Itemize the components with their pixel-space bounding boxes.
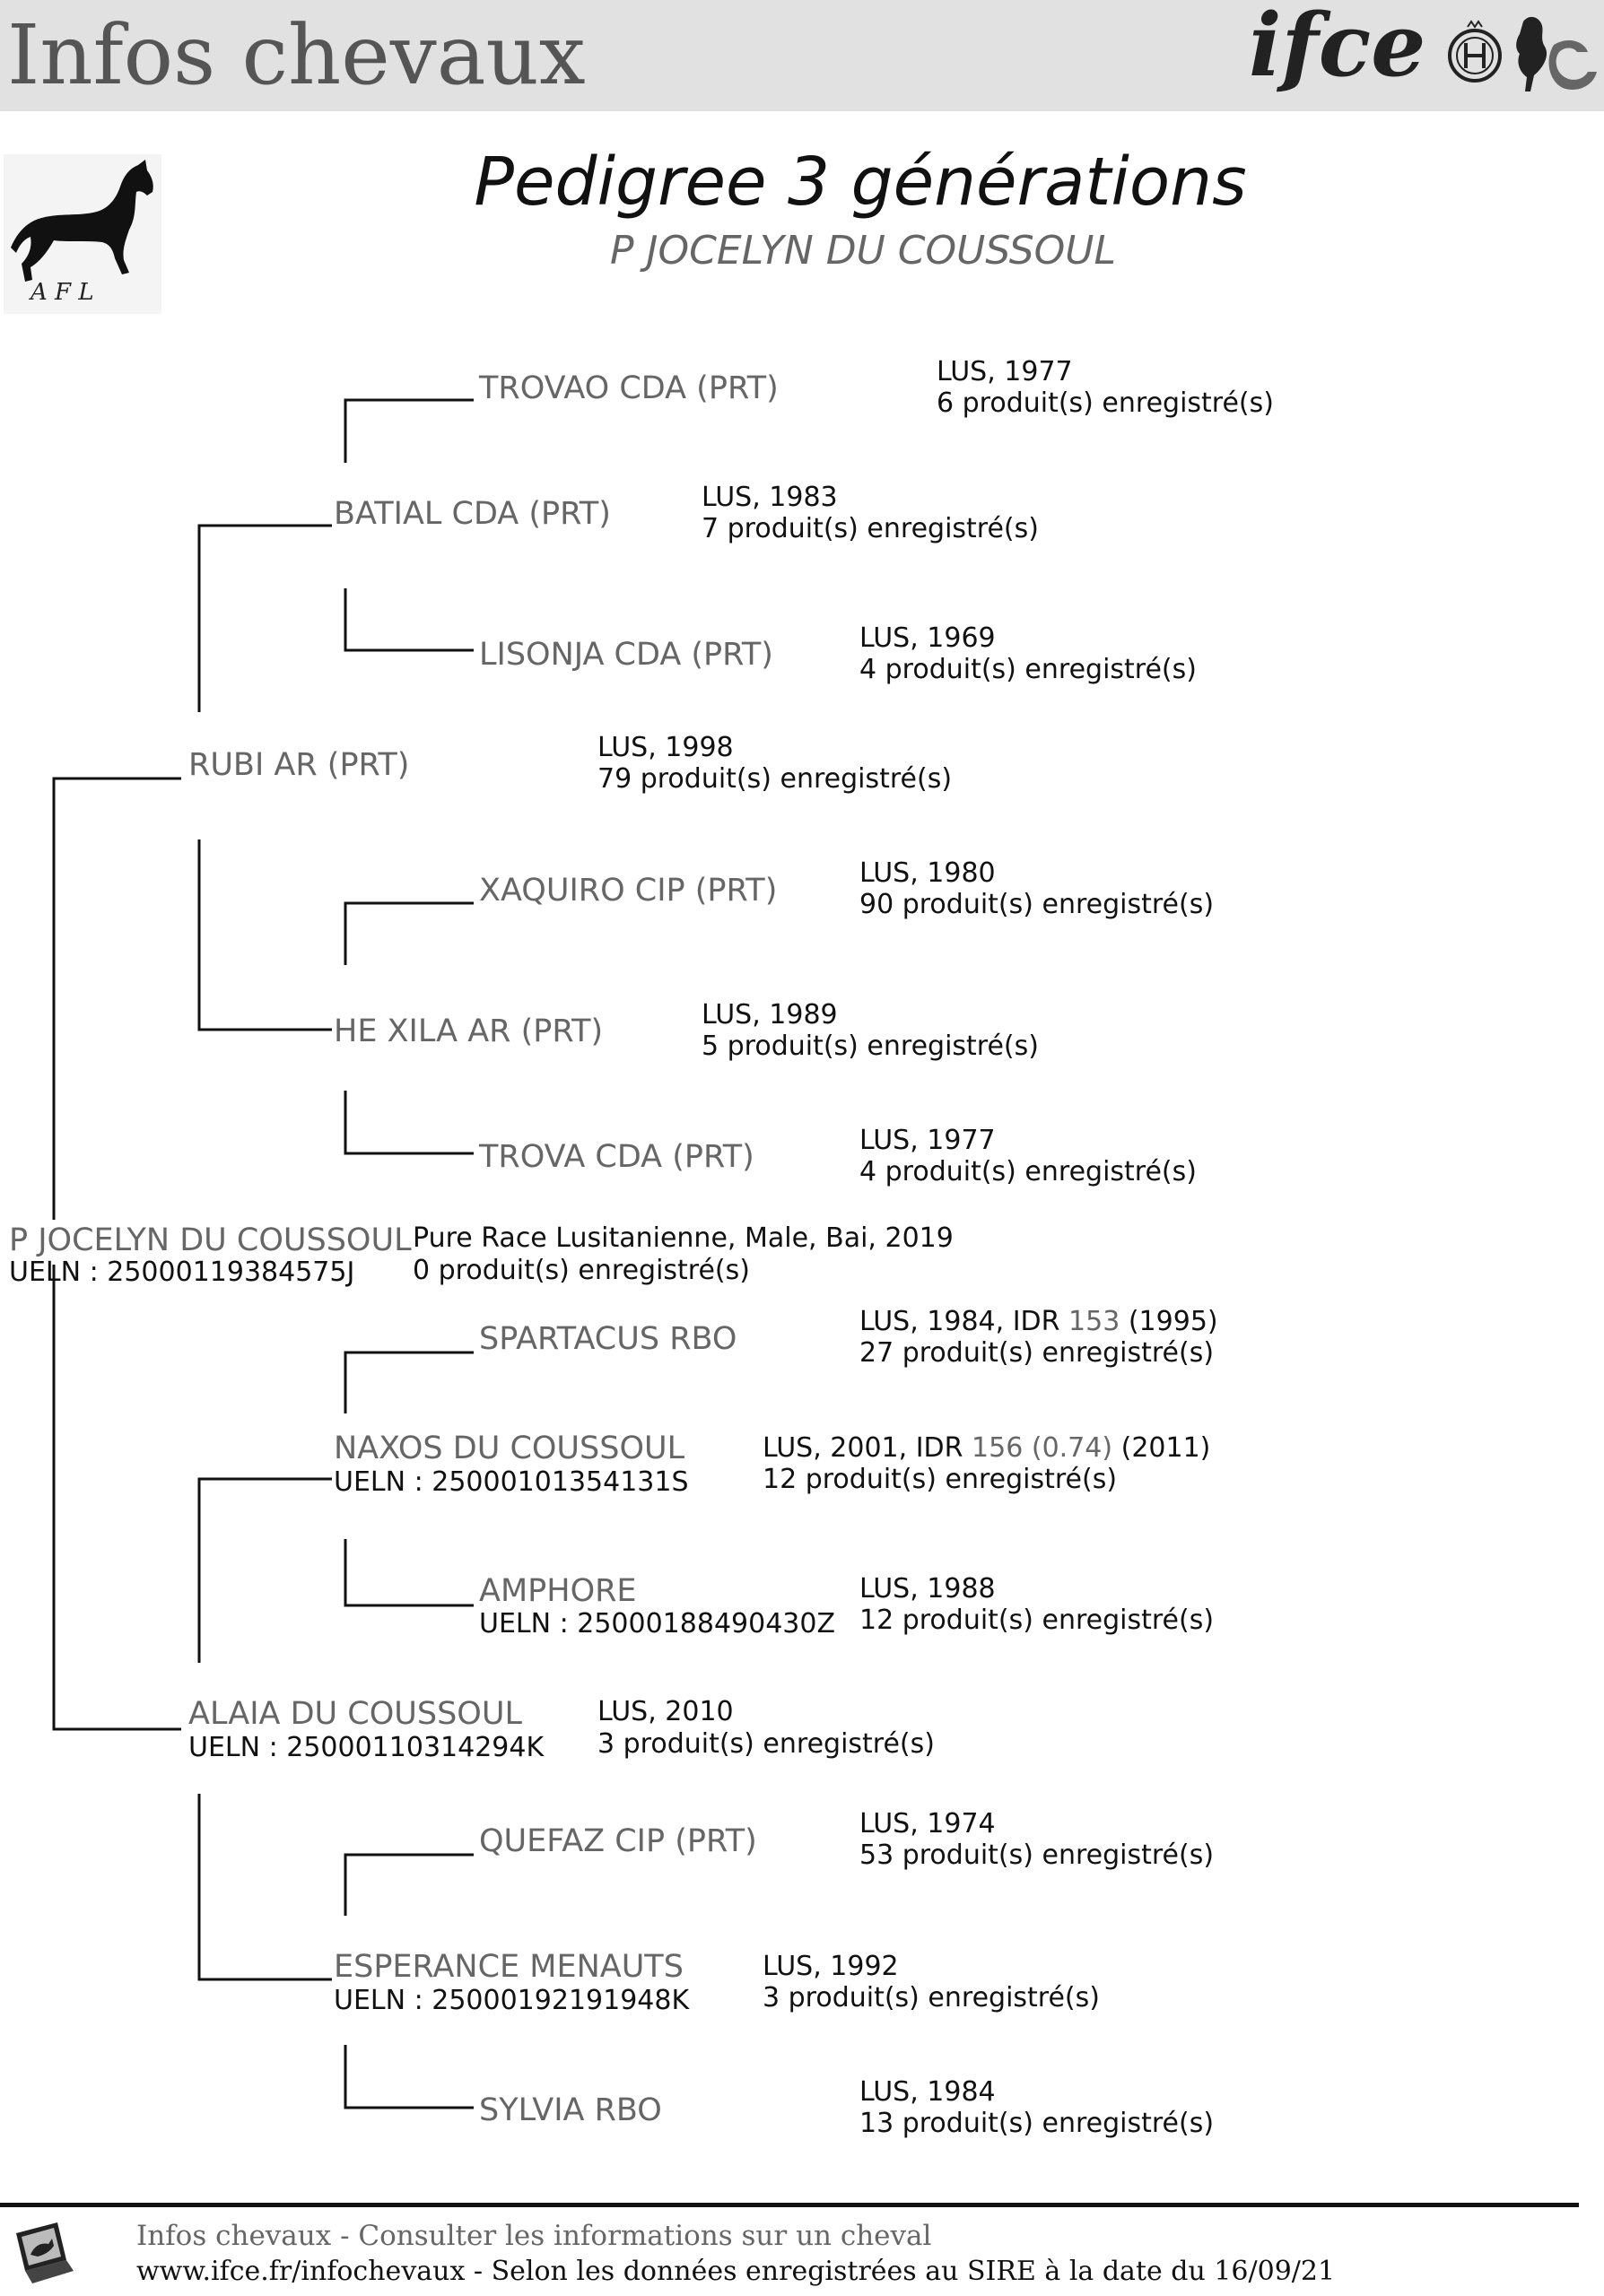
connector-dam-dam-dam	[344, 2045, 474, 2109]
horse-details: Pure Race Lusitanienne, Male, Bai, 2019	[413, 1222, 954, 1254]
svg-text:A F L: A F L	[29, 279, 94, 306]
sire-dam-details: LUS, 1989	[702, 999, 838, 1031]
sire-dam-dam-details: LUS, 1977	[859, 1125, 996, 1156]
horse-name: P JOCELYN DU COUSSOUL	[9, 1222, 412, 1258]
sire-sire-sire-details: LUS, 1977	[937, 356, 1073, 387]
dam-dam-ueln: UELN : 25000192191948K	[334, 1985, 690, 2016]
dam-dam-dam-products: 13 produit(s) enregistré(s)	[859, 2108, 1215, 2139]
dam-dam-sire-details: LUS, 1974	[859, 1808, 996, 1839]
sire-sire-details: LUS, 1983	[702, 482, 838, 513]
dam-dam-sire-products: 53 produit(s) enregistré(s)	[859, 1839, 1215, 1871]
sire-details: LUS, 1998	[597, 732, 734, 763]
dam-dam-sire-name: QUEFAZ CIP (PRT)	[479, 1823, 757, 1859]
dam-details: LUS, 2010	[597, 1696, 734, 1727]
dam-ueln: UELN : 25000110314294K	[188, 1732, 545, 1763]
connector-sire-sire-sire	[344, 398, 474, 463]
sire-sire-dam-details: LUS, 1969	[859, 622, 996, 654]
connector-horse-sire	[52, 777, 181, 1220]
connector-dam-sire-dam	[344, 1539, 474, 1607]
connector-sire-dam	[197, 839, 332, 1031]
dam-sire-dam-name: AMPHORE	[479, 1573, 637, 1609]
sire-dam-sire-details: LUS, 1980	[859, 857, 996, 889]
horse-products: 0 produit(s) enregistré(s)	[413, 1255, 750, 1286]
connector-sire-sire-dam	[344, 588, 474, 652]
footer-line-2: www.ifce.fr/infochevaux - Selon les donn…	[136, 2256, 1336, 2287]
laptop-horse-icon	[16, 2222, 74, 2283]
sire-dam-dam-name: TROVA CDA (PRT)	[479, 1139, 754, 1175]
sire-sire-products: 7 produit(s) enregistré(s)	[702, 513, 1039, 544]
page-title: Pedigree 3 générations	[474, 144, 1247, 221]
rearing-horse-icon	[1516, 16, 1597, 91]
connector-dam-dam-sire	[344, 1853, 474, 1916]
sire-products: 79 produit(s) enregistré(s)	[597, 763, 953, 795]
sire-dam-sire-name: XAQUIRO CIP (PRT)	[479, 873, 778, 909]
sire-sire-sire-name: TROVAO CDA (PRT)	[479, 370, 779, 406]
dam-dam-dam-details: LUS, 1984	[859, 2076, 996, 2108]
dam-dam-dam-name: SYLVIA RBO	[479, 2092, 662, 2128]
dam-sire-sire-details: LUS, 1984, IDR 153 (1995)	[859, 1306, 1218, 1337]
dam-sire-name: NAXOS DU COUSSOUL	[334, 1431, 685, 1466]
horse-silhouette-icon	[11, 160, 153, 282]
dam-sire-dam-details: LUS, 1988	[859, 1573, 996, 1605]
dam-dam-name: ESPERANCE MENAUTS	[334, 1949, 684, 1985]
sire-sire-dam-products: 4 produit(s) enregistré(s)	[859, 654, 1197, 685]
header-title: Infos chevaux	[7, 7, 586, 103]
connector-sire-dam-dam	[344, 1091, 474, 1155]
connector-dam-sire-sire	[344, 1351, 474, 1413]
ifce-logo: ifce	[1249, 5, 1597, 96]
afl-logo: A F L	[4, 154, 161, 314]
dam-sire-products: 12 produit(s) enregistré(s)	[763, 1464, 1118, 1495]
sire-name: RUBI AR (PRT)	[188, 747, 410, 783]
haras-seal-icon	[1448, 20, 1502, 83]
sire-dam-name: HE XILA AR (PRT)	[334, 1013, 604, 1049]
connector-dam-dam	[197, 1794, 332, 1981]
dam-sire-ueln: UELN : 25000101354131S	[334, 1466, 689, 1498]
dam-sire-dam-products: 12 produit(s) enregistré(s)	[859, 1605, 1215, 1636]
dam-dam-details: LUS, 1992	[763, 1951, 899, 1982]
connector-horse-dam	[52, 1265, 181, 1731]
dam-sire-dam-ueln: UELN : 25000188490430Z	[479, 1608, 836, 1639]
page-subtitle: P JOCELYN DU COUSSOUL	[609, 228, 1116, 274]
connector-sire-sire	[197, 524, 332, 712]
sire-dam-sire-products: 90 produit(s) enregistré(s)	[859, 889, 1215, 920]
dam-dam-products: 3 produit(s) enregistré(s)	[763, 1982, 1100, 2013]
sire-sire-dam-name: LISONJA CDA (PRT)	[479, 637, 773, 673]
horse-ueln: UELN : 25000119384575J	[9, 1257, 355, 1288]
ifce-logo-text: ifce	[1249, 5, 1425, 96]
footer-divider	[0, 2203, 1579, 2207]
connector-dam-sire	[197, 1477, 332, 1663]
connector-sire-dam-sire	[344, 901, 474, 965]
dam-sire-details: LUS, 2001, IDR 156 (0.74) (2011)	[763, 1432, 1211, 1464]
sire-dam-products: 5 produit(s) enregistré(s)	[702, 1031, 1039, 1062]
sire-dam-dam-products: 4 produit(s) enregistré(s)	[859, 1156, 1197, 1187]
dam-name: ALAIA DU COUSSOUL	[188, 1696, 522, 1732]
dam-sire-sire-name: SPARTACUS RBO	[479, 1321, 737, 1357]
dam-products: 3 produit(s) enregistré(s)	[597, 1728, 935, 1760]
sire-sire-sire-products: 6 produit(s) enregistré(s)	[937, 387, 1274, 419]
header-bar	[0, 0, 1604, 111]
footer-line-1: Infos chevaux - Consulter les informatio…	[136, 2220, 932, 2252]
dam-sire-sire-products: 27 produit(s) enregistré(s)	[859, 1337, 1215, 1369]
sire-sire-name: BATIAL CDA (PRT)	[334, 496, 611, 532]
